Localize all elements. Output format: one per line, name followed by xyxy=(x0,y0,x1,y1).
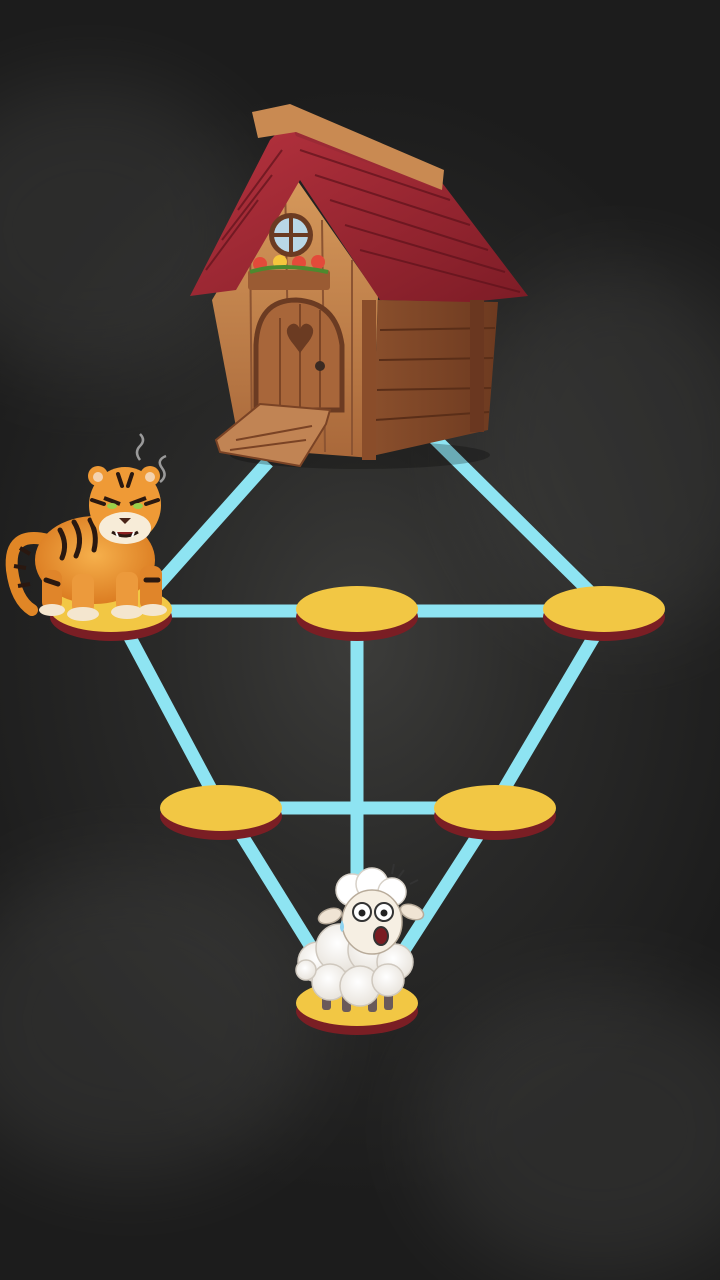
smoke-decoration xyxy=(420,980,720,1280)
node-4[interactable] xyxy=(160,785,282,840)
path-edge[interactable] xyxy=(488,626,604,810)
node-5[interactable] xyxy=(434,785,556,840)
smoke-decoration xyxy=(460,260,720,640)
path-edge[interactable] xyxy=(415,419,597,599)
smoke-decoration xyxy=(0,80,260,380)
node-3[interactable] xyxy=(543,586,665,641)
node-2[interactable] xyxy=(296,586,418,641)
sheep-icon[interactable] xyxy=(295,863,426,1012)
barn-house-icon[interactable] xyxy=(190,104,528,469)
path-edge[interactable] xyxy=(120,626,226,810)
tiger-icon[interactable] xyxy=(5,433,167,621)
path-edge[interactable] xyxy=(145,457,273,599)
smoke-decoration xyxy=(0,860,320,1180)
